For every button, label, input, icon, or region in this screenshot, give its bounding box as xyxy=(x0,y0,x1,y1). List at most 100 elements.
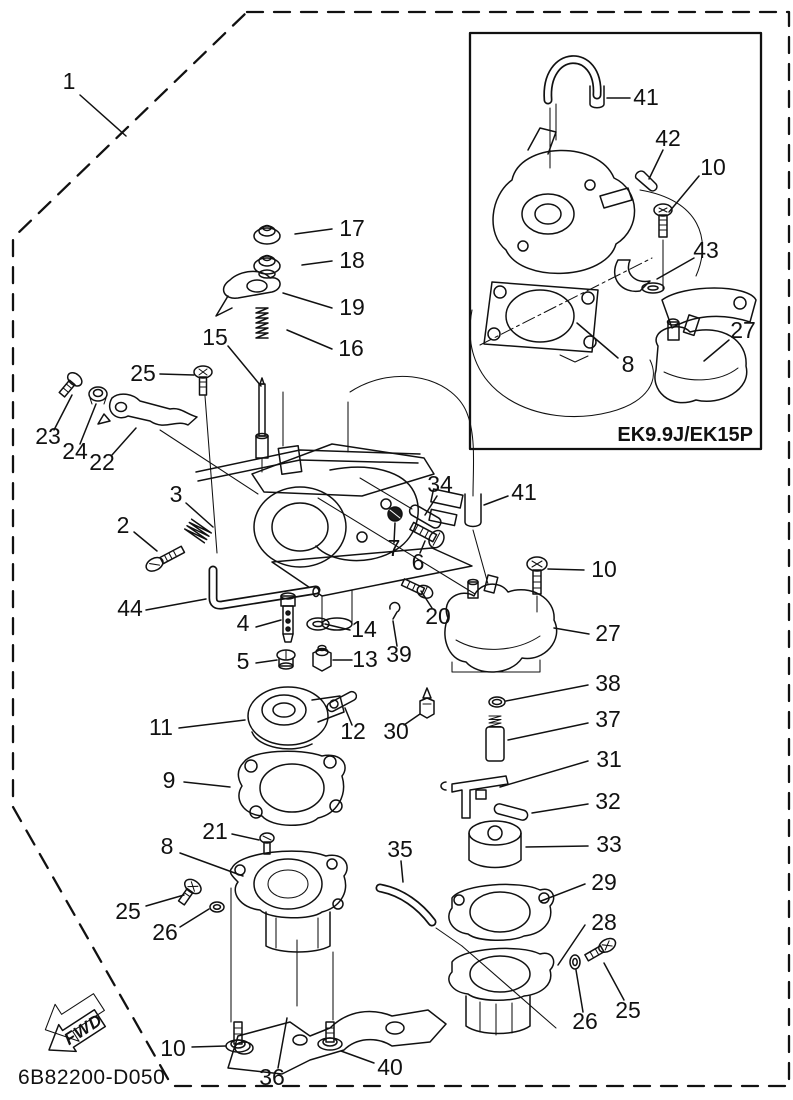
screw-25-right xyxy=(584,937,617,962)
callout-main-28-40: 28 xyxy=(591,909,617,935)
hose-35 xyxy=(375,883,557,1029)
float-chamber-28 xyxy=(448,947,555,1036)
leader-line-main-38-25 xyxy=(505,684,589,702)
fuel-pump-27 xyxy=(444,574,558,673)
callout-main-13-24: 13 xyxy=(352,646,378,672)
callout-main-18-2: 18 xyxy=(339,247,365,273)
grommet-18 xyxy=(253,254,281,279)
leader-line-main-14-18 xyxy=(324,623,351,631)
spring-3 xyxy=(183,518,213,544)
inset-bolt-10 xyxy=(653,203,673,291)
callout-main-16-4: 16 xyxy=(338,335,364,361)
callout-main-8-35: 8 xyxy=(161,833,174,859)
callout-main-20-19: 20 xyxy=(425,603,451,629)
screw-6 xyxy=(409,521,445,549)
callout-inset-8-50: 8 xyxy=(622,351,635,377)
callout-main-44-16: 44 xyxy=(117,595,143,621)
callout-main-32-31: 32 xyxy=(595,788,621,814)
inset-clamp-43 xyxy=(613,259,665,294)
float-33 xyxy=(468,820,522,869)
float-pin-32 xyxy=(493,803,529,821)
leader-line-main-25-42 xyxy=(603,962,625,1001)
leader-line-inset-27-51 xyxy=(703,339,730,362)
washer-26-left xyxy=(209,901,225,913)
leader-line-main-17-1 xyxy=(294,228,333,235)
leader-line-main-29-37 xyxy=(540,883,586,902)
clip-39 xyxy=(389,601,401,620)
leader-line-main-5-23 xyxy=(255,659,278,664)
callout-main-26-41: 26 xyxy=(572,1008,598,1034)
needle-valve-30 xyxy=(419,687,435,719)
leader-line-main-26-39 xyxy=(179,908,210,928)
callout-main-22-9: 22 xyxy=(89,449,115,475)
bolt-10-right xyxy=(526,556,548,613)
screw-23 xyxy=(58,371,83,398)
leader-line-main-27-21 xyxy=(553,627,590,635)
leader-line-main-34-12 xyxy=(424,495,438,516)
callout-main-38-25: 38 xyxy=(595,670,621,696)
pipe-44 xyxy=(208,565,321,610)
leader-line-main-37-29 xyxy=(507,722,589,741)
callout-main-6-15: 6 xyxy=(412,549,425,575)
leader-line-main-2-11 xyxy=(133,531,158,552)
callout-main-31-30: 31 xyxy=(596,746,622,772)
leader-line-main-8-35 xyxy=(179,852,244,877)
leader-line-main-41-13 xyxy=(483,495,509,506)
leader-line-main-24-8 xyxy=(79,403,97,445)
callout-inset-27-51: 27 xyxy=(730,317,756,343)
callout-main-15-5: 15 xyxy=(202,324,228,350)
callout-inset-41-46: 41 xyxy=(633,84,659,110)
leader-line-main-20-19 xyxy=(420,590,433,609)
leader-line-main-16-4 xyxy=(286,329,333,350)
leader-line-main-26-41 xyxy=(575,969,584,1013)
bolt-10-bottom xyxy=(225,1021,251,1053)
screw-21 xyxy=(259,832,275,855)
leader-line-inset-43-49 xyxy=(656,257,695,280)
callout-main-35-36: 35 xyxy=(387,836,413,862)
nut-7 xyxy=(387,506,403,522)
leader-line-main-33-32 xyxy=(525,845,589,848)
callout-main-25-42: 25 xyxy=(615,997,641,1023)
grommet-17 xyxy=(253,224,281,245)
inset-box xyxy=(468,31,763,451)
inset-carburetor-drawing xyxy=(469,55,757,417)
callout-main-25-6: 25 xyxy=(130,360,156,386)
gasket-29 xyxy=(448,883,555,941)
leader-line-inset-10-48 xyxy=(668,175,700,213)
leader-line-main-10-43 xyxy=(191,1045,227,1048)
leader-line-main-32-31 xyxy=(531,803,589,814)
plug-5 xyxy=(276,649,296,670)
leader-line-inset-42-47 xyxy=(648,149,664,180)
gasket-9 xyxy=(237,750,346,826)
leader-line-main-25-6 xyxy=(159,373,195,376)
main-jet-37 xyxy=(485,715,505,762)
screw-25-top xyxy=(193,365,218,554)
washer-14 xyxy=(306,617,330,631)
leader-line-main-22-9 xyxy=(111,427,137,456)
callout-main-40-45: 40 xyxy=(377,1054,403,1080)
leader-line-main-35-36 xyxy=(400,860,404,883)
leader-line-main-19-3 xyxy=(282,292,333,309)
callout-main-19-3: 19 xyxy=(339,294,365,320)
needle-jet-4 xyxy=(280,592,296,643)
callout-main-33-32: 33 xyxy=(596,831,622,857)
callout-main-30-28: 30 xyxy=(383,718,409,744)
callout-main-4-17: 4 xyxy=(237,610,250,636)
callout-main-10-43: 10 xyxy=(160,1035,186,1061)
callout-inset-10-48: 10 xyxy=(700,154,726,180)
leader-line-main-7-14 xyxy=(393,522,396,544)
leader-line-inset-8-50 xyxy=(576,322,619,359)
callout-main-24-8: 24 xyxy=(62,438,88,464)
leader-line-main-18-2 xyxy=(301,260,333,266)
callout-main-9-33: 9 xyxy=(163,767,176,793)
leader-line-main-25-38 xyxy=(145,894,185,907)
leader-line-main-30-28 xyxy=(403,713,421,726)
callout-main-21-34: 21 xyxy=(202,818,228,844)
callout-main-2-11: 2 xyxy=(117,512,130,538)
float-arm-31 xyxy=(440,775,509,819)
pin-34 xyxy=(408,504,442,529)
callout-main-11-26: 11 xyxy=(149,714,173,740)
screw-20 xyxy=(400,578,434,599)
